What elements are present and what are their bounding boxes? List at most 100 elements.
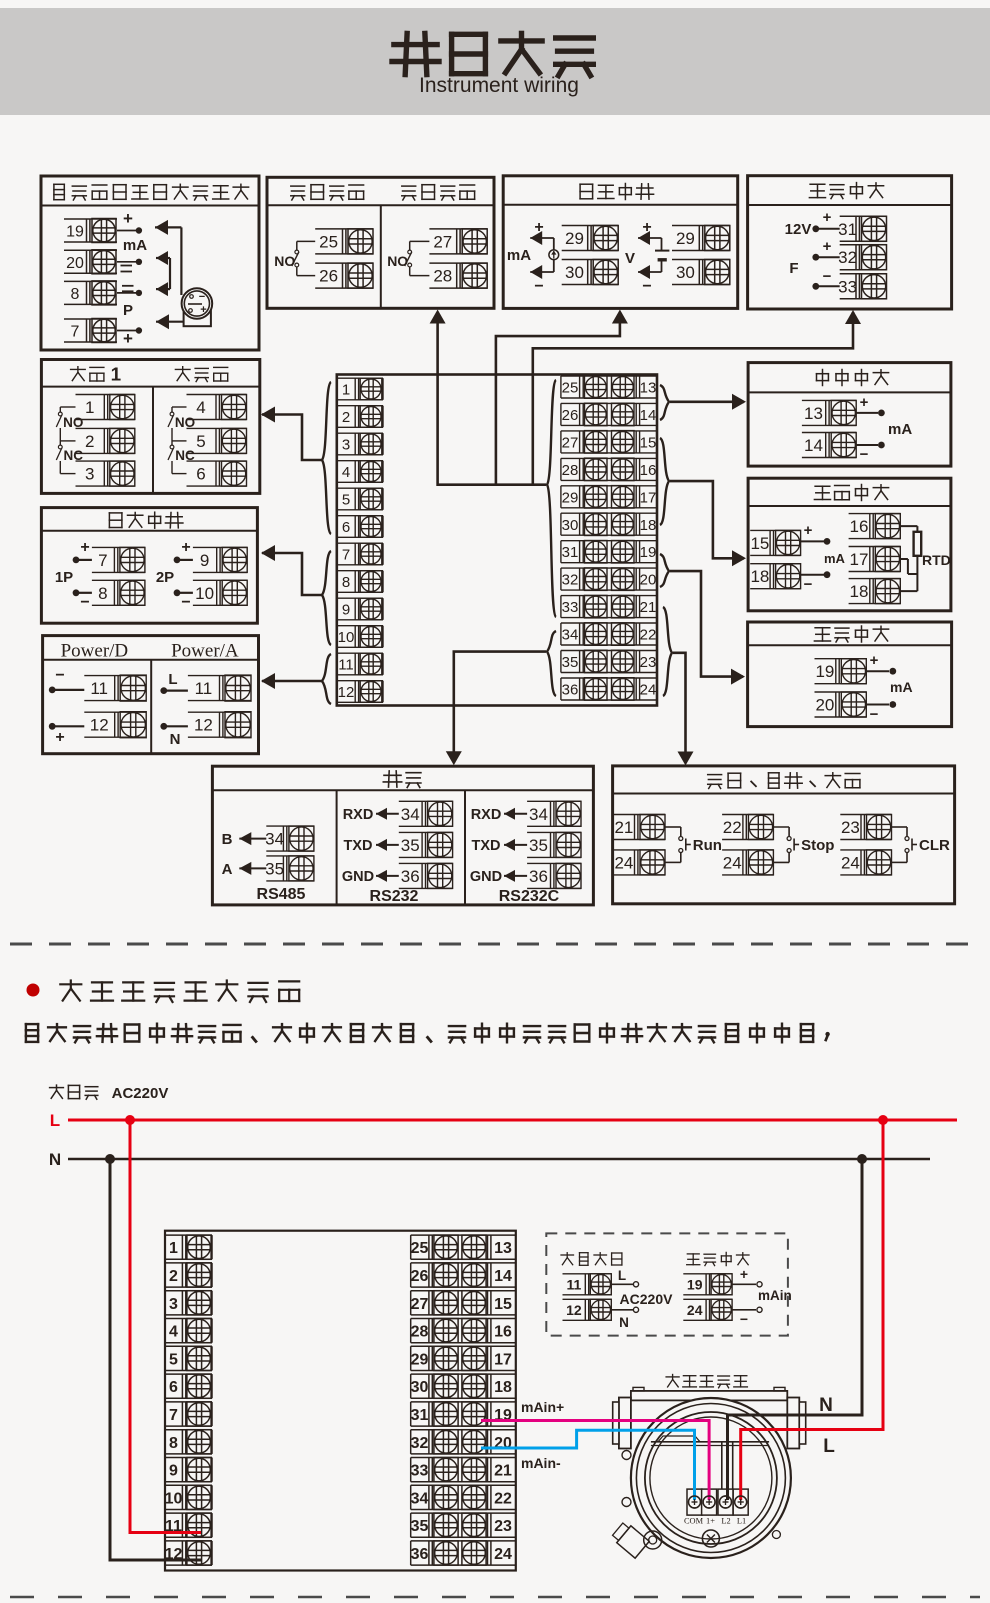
svg-text:28: 28 xyxy=(411,1324,429,1341)
svg-text:6: 6 xyxy=(342,519,350,536)
svg-text:NC: NC xyxy=(64,448,84,463)
svg-text:9: 9 xyxy=(200,551,209,570)
svg-text:11: 11 xyxy=(165,1518,182,1535)
svg-text:L: L xyxy=(168,671,177,688)
svg-text:36: 36 xyxy=(401,867,420,886)
svg-text:32: 32 xyxy=(838,248,857,267)
svg-text:13: 13 xyxy=(494,1240,512,1257)
svg-text:22: 22 xyxy=(723,818,742,837)
svg-text:14: 14 xyxy=(804,436,823,455)
svg-text:33: 33 xyxy=(838,277,857,296)
svg-text:3: 3 xyxy=(85,465,94,484)
svg-text:mA: mA xyxy=(507,247,531,264)
svg-text:28: 28 xyxy=(433,267,452,286)
svg-text:16: 16 xyxy=(850,517,869,536)
svg-text:10: 10 xyxy=(165,1490,183,1507)
svg-text:9: 9 xyxy=(169,1463,178,1480)
svg-text:31: 31 xyxy=(562,544,579,561)
svg-text:8: 8 xyxy=(342,574,350,591)
svg-text:mA: mA xyxy=(890,679,913,695)
svg-text:19: 19 xyxy=(815,662,834,681)
svg-text:Instrument wiring: Instrument wiring xyxy=(419,74,579,97)
svg-text:Power/A: Power/A xyxy=(171,641,239,662)
svg-text:F: F xyxy=(789,260,798,277)
svg-text:+: + xyxy=(740,1266,748,1282)
svg-text:11: 11 xyxy=(195,679,213,698)
svg-text:19: 19 xyxy=(687,1276,703,1292)
svg-text:34: 34 xyxy=(401,805,420,824)
svg-text:33: 33 xyxy=(562,599,579,616)
svg-text:10: 10 xyxy=(338,629,355,646)
svg-text:V: V xyxy=(625,250,635,267)
svg-text:30: 30 xyxy=(676,263,695,282)
svg-text:1P: 1P xyxy=(55,569,73,586)
svg-text:3: 3 xyxy=(342,437,350,454)
svg-text:2: 2 xyxy=(169,1268,178,1285)
svg-text:11: 11 xyxy=(90,679,108,698)
svg-text:29: 29 xyxy=(562,489,579,506)
svg-text:+: + xyxy=(823,209,832,226)
svg-text:A: A xyxy=(222,861,233,878)
svg-text:4: 4 xyxy=(169,1324,178,1341)
svg-text:L1: L1 xyxy=(737,1517,746,1526)
svg-text:34: 34 xyxy=(562,627,579,644)
svg-text:36: 36 xyxy=(562,682,579,699)
svg-text:31: 31 xyxy=(411,1407,429,1424)
svg-text:7: 7 xyxy=(169,1407,178,1424)
svg-text:mAin: mAin xyxy=(758,1288,792,1303)
svg-text:+: + xyxy=(860,394,869,411)
svg-text:33: 33 xyxy=(411,1463,429,1480)
svg-text:34: 34 xyxy=(529,805,548,824)
svg-text:6: 6 xyxy=(196,465,205,484)
svg-text:+: + xyxy=(123,329,133,348)
svg-text:23: 23 xyxy=(841,818,860,837)
svg-text:GND: GND xyxy=(470,869,502,885)
svg-text:7: 7 xyxy=(98,551,107,570)
svg-text:NO: NO xyxy=(387,253,408,269)
svg-text:8: 8 xyxy=(71,286,80,303)
svg-text:+: + xyxy=(181,539,190,556)
svg-text:23: 23 xyxy=(640,654,657,671)
svg-text:5: 5 xyxy=(342,492,350,509)
svg-text:25: 25 xyxy=(562,380,579,397)
svg-text:21: 21 xyxy=(494,1463,512,1480)
svg-text:30: 30 xyxy=(565,263,584,282)
svg-text:−: − xyxy=(80,594,89,611)
svg-text:10: 10 xyxy=(195,584,214,603)
svg-text:TXD: TXD xyxy=(472,838,501,854)
svg-text:35: 35 xyxy=(529,836,548,855)
svg-text:NO: NO xyxy=(175,415,195,430)
svg-text:24: 24 xyxy=(640,682,657,699)
svg-text:6: 6 xyxy=(169,1379,178,1396)
svg-text:25: 25 xyxy=(411,1240,429,1257)
svg-text:5: 5 xyxy=(196,432,205,451)
svg-text:17: 17 xyxy=(640,489,657,506)
svg-text:P: P xyxy=(123,302,133,319)
svg-text:−: − xyxy=(534,278,543,295)
svg-text:Stop: Stop xyxy=(801,837,834,854)
svg-text:9: 9 xyxy=(342,602,350,619)
svg-text:L: L xyxy=(618,1268,626,1283)
svg-text:1: 1 xyxy=(85,398,94,417)
svg-text:N: N xyxy=(170,731,181,748)
svg-text:−: − xyxy=(199,291,205,303)
svg-text:12: 12 xyxy=(90,716,109,735)
svg-text:31: 31 xyxy=(838,220,857,239)
svg-text:N: N xyxy=(619,1315,629,1330)
svg-text:NC: NC xyxy=(175,448,195,463)
svg-text:20: 20 xyxy=(640,572,657,589)
svg-text:18: 18 xyxy=(494,1379,512,1396)
svg-text:+: + xyxy=(823,238,832,255)
svg-text:2: 2 xyxy=(342,409,350,426)
svg-text:27: 27 xyxy=(411,1296,429,1313)
svg-text:19: 19 xyxy=(66,224,84,241)
svg-text:Run: Run xyxy=(693,837,722,854)
svg-text:20: 20 xyxy=(66,255,84,272)
svg-text:+: + xyxy=(870,652,879,669)
svg-text:30: 30 xyxy=(562,517,579,534)
svg-text:24: 24 xyxy=(494,1546,512,1563)
svg-text:N: N xyxy=(49,1150,61,1169)
svg-text:22: 22 xyxy=(640,627,657,644)
svg-text:13: 13 xyxy=(640,380,657,397)
svg-text:24: 24 xyxy=(723,853,742,872)
